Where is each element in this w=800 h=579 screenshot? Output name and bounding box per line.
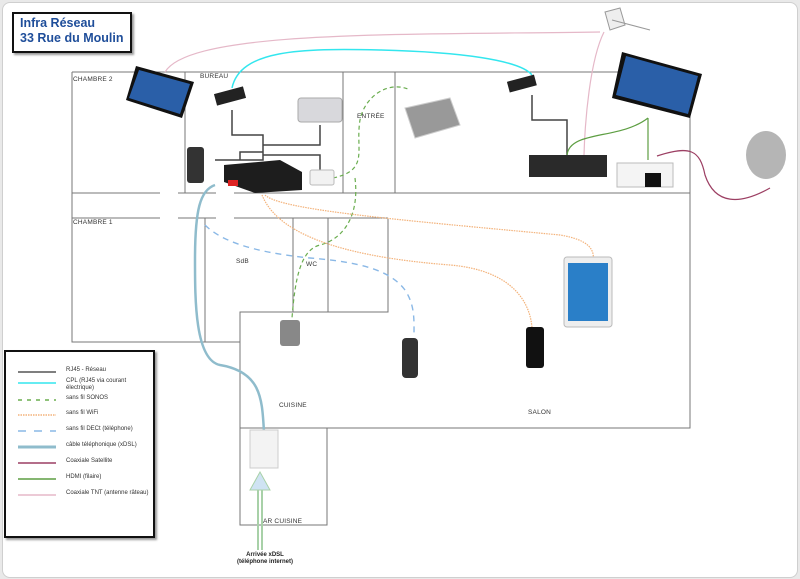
cable-satellite — [656, 149, 771, 201]
xdsl-arrow-head — [249, 470, 271, 491]
sonos-bridge-icon[interactable] — [309, 169, 335, 186]
cable-rj45 — [215, 95, 568, 170]
internet-box-icon[interactable] — [224, 160, 302, 193]
room-label-salon: SALON — [528, 409, 552, 416]
ipad-screen — [568, 263, 608, 321]
cable-hdmi — [566, 117, 649, 160]
title-line1: Infra Réseau — [20, 16, 96, 30]
xdsl-line2: (téléphone internet) — [236, 559, 293, 565]
legend-swatch — [18, 414, 56, 416]
wifi-signal — [261, 194, 594, 329]
xdsl-arrival-label: Arrivée xDSL (téléphone internet) — [225, 552, 305, 566]
title-line2: 33 Rue du Moulin — [20, 31, 124, 45]
legend-label: sans fil SONOS — [66, 395, 109, 401]
room-label-cuisine: CUISINE — [279, 402, 307, 409]
xdsl-line1: Arrivée xDSL — [246, 552, 284, 558]
legend-label: CPL (RJ45 via courant électrique) — [66, 378, 127, 391]
iphone-icon[interactable] — [526, 327, 544, 368]
dect-base-icon[interactable] — [187, 147, 204, 183]
xdsl-arrival-arrow — [257, 490, 263, 550]
cpl-adapter-bureau-icon[interactable] — [213, 86, 247, 106]
legend-swatch — [18, 430, 56, 432]
legend-swatch — [18, 494, 56, 496]
tv-salon-icon[interactable] — [612, 52, 702, 118]
red-connector-icon — [228, 180, 238, 186]
legend-label: sans fil DECt (téléphone) — [66, 426, 133, 432]
room-label-bureau: BUREAU — [200, 73, 229, 80]
legend-swatch — [18, 382, 56, 384]
legend-swatch — [18, 371, 56, 373]
sonos-play1-icon[interactable] — [280, 320, 300, 346]
legend-swatch — [18, 399, 56, 401]
legend-label: câble téléphonique (xDSL) — [66, 442, 137, 448]
sonos-play5-icon[interactable] — [404, 97, 461, 139]
room-label-sdb: SdB — [236, 258, 249, 265]
room-label-chambre1: CHAMBRE 1 — [73, 219, 113, 226]
wifi-dect — [204, 224, 415, 336]
legend-swatch — [18, 445, 56, 449]
legend-swatch — [18, 462, 56, 464]
legend-label: RJ45 - Réseau — [66, 367, 107, 373]
cpl-adapter-salon-icon[interactable] — [506, 74, 537, 93]
room-label-ar-cuisine: AR CUISINE — [263, 518, 303, 525]
tv-chambre2-icon[interactable] — [126, 66, 194, 118]
phone-splitter-icon[interactable] — [249, 429, 279, 469]
tnt-antenna-icon[interactable] — [604, 7, 651, 31]
cable-cpl — [231, 48, 533, 89]
legend-label: HDMI (filaire) — [66, 474, 102, 480]
legend-swatch — [18, 478, 56, 480]
cable-xdsl — [193, 183, 266, 433]
wifi-sonos — [291, 86, 411, 319]
sat-receiver-cube-icon — [645, 173, 661, 187]
cable-tnt — [164, 31, 605, 156]
tv-decoder-icon[interactable] — [529, 155, 607, 177]
legend-label: sans fil WiFi — [66, 410, 99, 416]
satellite-dish-icon[interactable] — [746, 131, 786, 179]
legend-label: Coaxiale TNT (antenne râteau) — [66, 490, 149, 496]
room-label-wc: WC — [306, 261, 318, 268]
room-label-chambre2: CHAMBRE 2 — [73, 76, 113, 83]
legend-label: Coaxiale Satellite — [66, 458, 113, 464]
room-label-entree: ENTRÉE — [357, 113, 385, 120]
dect-handset-icon[interactable] — [402, 338, 418, 378]
mac-mini-icon[interactable] — [297, 97, 343, 123]
diagram-title: Infra Réseau 33 Rue du Moulin — [12, 12, 132, 53]
